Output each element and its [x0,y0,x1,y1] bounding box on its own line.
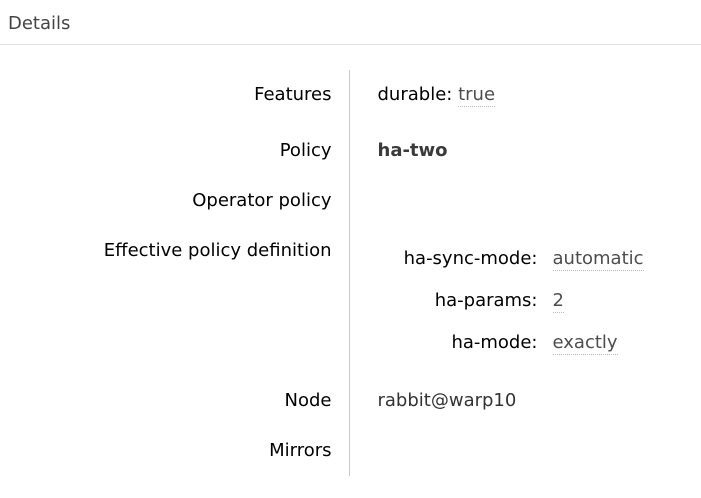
effective-policy-definition-value-cell: ha-sync-mode: automatic ha-params: 2 [349,226,644,376]
policy-definition-row: ha-params: 2 [378,280,644,322]
features-label: Features [0,70,350,126]
node-name: rabbit@warp10 [377,390,517,411]
features-value-cell: durable: true [349,70,644,126]
mirrors-label: Mirrors [0,426,350,476]
row-mirrors: Mirrors [0,426,644,476]
mirrors-value-cell [349,426,644,476]
policy-label: Policy [0,126,350,176]
policy-def-key-ha-mode: ha-mode: [451,332,538,353]
policy-definition-table: ha-sync-mode: automatic ha-params: 2 [378,238,644,364]
feature-durable-value: true [458,84,496,107]
policy-value-cell: ha-two [349,126,644,176]
row-node: Node rabbit@warp10 [0,376,644,426]
policy-definition-row: ha-mode: exactly [378,322,644,364]
row-operator-policy: Operator policy [0,176,644,226]
policy-def-value-ha-mode: exactly [552,332,618,355]
row-policy: Policy ha-two [0,126,644,176]
feature-durable-key: durable: [377,84,453,105]
feature-durable: durable: true [378,82,644,108]
row-effective-policy-definition: Effective policy definition ha-sync-mode… [0,226,644,376]
policy-definition-row: ha-sync-mode: automatic [378,238,644,280]
policy-name: ha-two [377,140,448,161]
node-label: Node [0,376,350,426]
operator-policy-label: Operator policy [0,176,350,226]
details-table: Features durable: true Policy ha-two Ope… [0,70,644,476]
operator-policy-value-cell [349,176,644,226]
row-features: Features durable: true [0,70,644,126]
policy-def-value-ha-params: 2 [552,290,564,313]
node-value-cell: rabbit@warp10 [349,376,644,426]
effective-policy-definition-label: Effective policy definition [0,226,350,376]
policy-def-value-ha-sync-mode: automatic [552,248,644,271]
policy-def-key-ha-sync-mode: ha-sync-mode: [403,248,538,269]
details-heading: Details [0,0,701,45]
policy-def-key-ha-params: ha-params: [434,290,538,311]
